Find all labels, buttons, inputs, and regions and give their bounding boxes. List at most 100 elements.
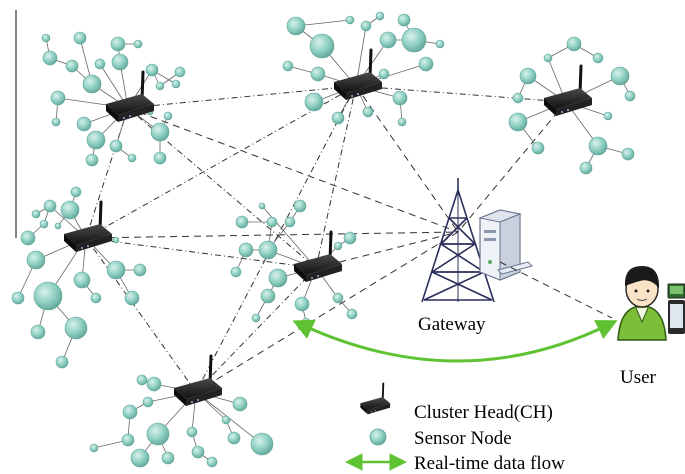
sensor-node-icon (418, 56, 434, 72)
cluster-link (195, 267, 317, 393)
sensor-node-icon (30, 324, 46, 340)
sensor-node-icon (397, 117, 407, 127)
sensor-node-icon (310, 66, 326, 82)
sensor-node-icon (94, 58, 106, 70)
sensor-node-icon (294, 296, 310, 312)
sensor-node-icon (146, 422, 170, 446)
sensor-node-icon (362, 106, 374, 118)
sensor-node-icon (512, 92, 524, 104)
sensor-node-icon (86, 130, 106, 150)
user-avatar-icon (617, 266, 667, 341)
sensor-node-icon (346, 308, 358, 320)
sensor-node-icon (73, 31, 87, 45)
gateway-link (195, 231, 459, 393)
gateway-user-link (499, 261, 613, 319)
sensor-node-icon (70, 186, 82, 198)
sensor-node-icon (343, 231, 357, 245)
sensor-node-icon (122, 404, 138, 420)
sensor-node-icon (109, 139, 123, 153)
sensor-node-icon (379, 31, 397, 49)
sensor-node-icon (42, 50, 58, 66)
sensor-node-icon (121, 433, 135, 447)
cluster-link (355, 85, 567, 103)
sensor-node-icon (230, 266, 242, 278)
sensor-node-icon (592, 52, 604, 64)
sensor-node-icon (155, 81, 165, 91)
sensor-edge (261, 205, 317, 269)
sensor-node-icon (624, 90, 636, 102)
cluster-head-router-icon (104, 70, 156, 124)
user-devices-icon (667, 283, 685, 334)
sensor-node-icon (55, 355, 69, 369)
sensor-node-icon (603, 111, 613, 121)
sensor-node-icon (26, 250, 46, 270)
sensor-node-icon (136, 374, 148, 386)
sensor-node-icon (60, 200, 80, 220)
sensor-node-icon (268, 268, 288, 288)
sensor-node-icon (133, 39, 143, 49)
sensor-node-icon (610, 66, 630, 86)
sensor-node-icon (150, 122, 170, 142)
sensor-node-icon (64, 316, 88, 340)
sensor-node-icon (43, 199, 57, 213)
sensor-node-icon (333, 241, 343, 251)
sensor-node-icon (235, 215, 249, 229)
sensor-node-icon (360, 20, 372, 32)
sensor-node-icon (54, 222, 62, 230)
sensor-node-icon (90, 292, 102, 304)
sensor-node-icon (238, 242, 254, 258)
sensor-node-icon (130, 448, 150, 468)
sensor-node-icon (89, 443, 99, 453)
sensor-node-icon (543, 53, 553, 63)
sensor-node-icon (11, 291, 25, 305)
sensor-node-icon (221, 415, 231, 425)
gateway-link (85, 231, 459, 239)
sensor-node-icon (85, 153, 99, 167)
sensor-node-icon (435, 39, 445, 49)
sensor-node-icon (232, 396, 248, 412)
sensor-node-icon (588, 136, 608, 156)
sensor-node-icon (51, 117, 61, 127)
cluster-link (195, 85, 357, 393)
sensor-node-icon (260, 288, 276, 304)
sensor-nodes (11, 11, 636, 468)
sensor-node-icon (227, 431, 241, 445)
sensor-node-icon (191, 445, 205, 459)
sensor-node-icon (33, 281, 63, 311)
sensor-node-icon (73, 271, 91, 289)
sensor-node-icon (331, 111, 345, 125)
sensor-node-icon (206, 456, 218, 468)
sensor-node-icon (250, 432, 274, 456)
sensor-node-icon (293, 199, 307, 213)
sensor-node-icon (133, 263, 147, 277)
cluster-link (85, 237, 197, 393)
sensor-node-icon (124, 290, 140, 306)
sensor-node-icon (82, 74, 102, 94)
sensor-node-icon (286, 16, 306, 36)
sensor-node-icon (31, 209, 41, 219)
server-computer-icon (478, 209, 533, 281)
sensor-node-icon (41, 33, 51, 43)
user-label: User (620, 367, 657, 388)
sensor-node-icon (531, 141, 545, 155)
sensor-node-icon (76, 116, 92, 132)
sensor-node-icon (397, 13, 411, 27)
sensor-node-icon (258, 202, 266, 210)
sensor-node-icon (621, 147, 635, 161)
sensor-node-icon (258, 240, 278, 260)
sensor-node-icon (251, 313, 261, 323)
sensor-node-icon (332, 292, 344, 304)
sensor-node-icon (304, 92, 324, 112)
sensor-node-icon (508, 112, 528, 132)
gateway-link (127, 107, 459, 233)
legend-cluster-head-icon (359, 382, 392, 416)
sensor-node-icon (163, 111, 173, 121)
sensor-node-icon (65, 59, 79, 73)
sensor-node-icon (39, 219, 49, 229)
sensor-node-icon (566, 36, 582, 52)
sensor-node-icon (345, 15, 355, 25)
cluster-head-router-icon (172, 354, 224, 408)
gateway-label: Gateway (418, 314, 486, 335)
sensor-node-icon (309, 33, 335, 59)
legend-cluster-head-label: Cluster Head(CH) (414, 402, 553, 423)
